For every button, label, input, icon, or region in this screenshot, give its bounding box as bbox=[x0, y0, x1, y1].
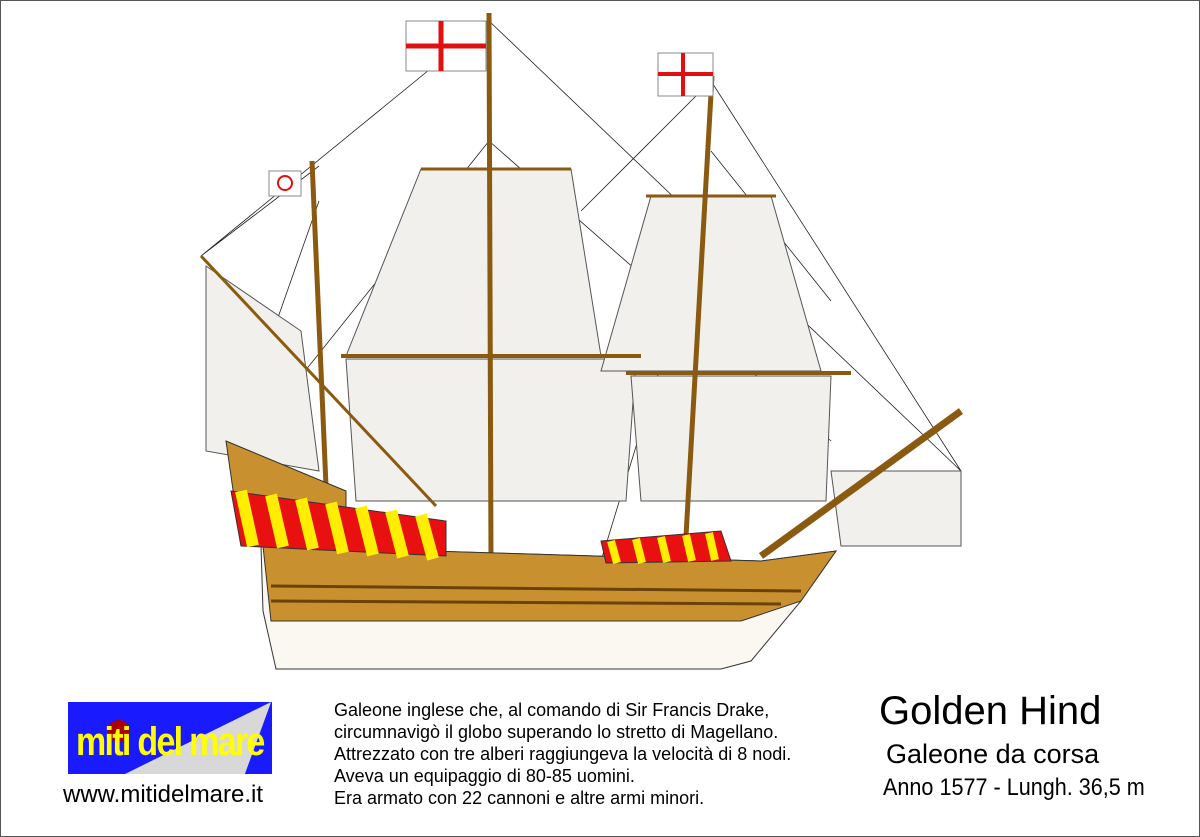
description-line: Aveva un equipaggio di 80-85 uomini. bbox=[334, 766, 635, 786]
logo[interactable]: miti del mare bbox=[68, 702, 272, 774]
description-line: Galeone inglese che, al comando di Sir F… bbox=[334, 700, 770, 720]
hull bbox=[225, 440, 838, 670]
ship-info: Anno 1577 - Lungh. 36,5 m bbox=[883, 774, 1145, 801]
logo-text: miti del mare bbox=[76, 720, 265, 764]
flags bbox=[268, 20, 714, 197]
sails bbox=[205, 168, 962, 547]
masts bbox=[199, 12, 964, 562]
website-link[interactable]: www.mitidelmare.it bbox=[63, 781, 264, 808]
main-topsail bbox=[345, 168, 602, 357]
spritsail bbox=[830, 470, 962, 547]
logo-dot bbox=[108, 720, 130, 742]
description: Galeone inglese che, al comando di Sir F… bbox=[334, 699, 791, 809]
ship-subtitle: Galeone da corsa bbox=[886, 739, 1100, 769]
fore-topsail bbox=[600, 195, 822, 372]
mizzen-sail bbox=[205, 265, 320, 472]
ship-title: Golden Hind bbox=[879, 689, 1102, 733]
fore-course bbox=[630, 375, 832, 502]
description-line: Attrezzato con tre alberi raggiungeva la… bbox=[334, 744, 792, 764]
description-line: Era armato con 22 cannoni e altre armi m… bbox=[334, 788, 705, 808]
description-line: circumnavigò il globo superando lo stret… bbox=[334, 722, 779, 742]
